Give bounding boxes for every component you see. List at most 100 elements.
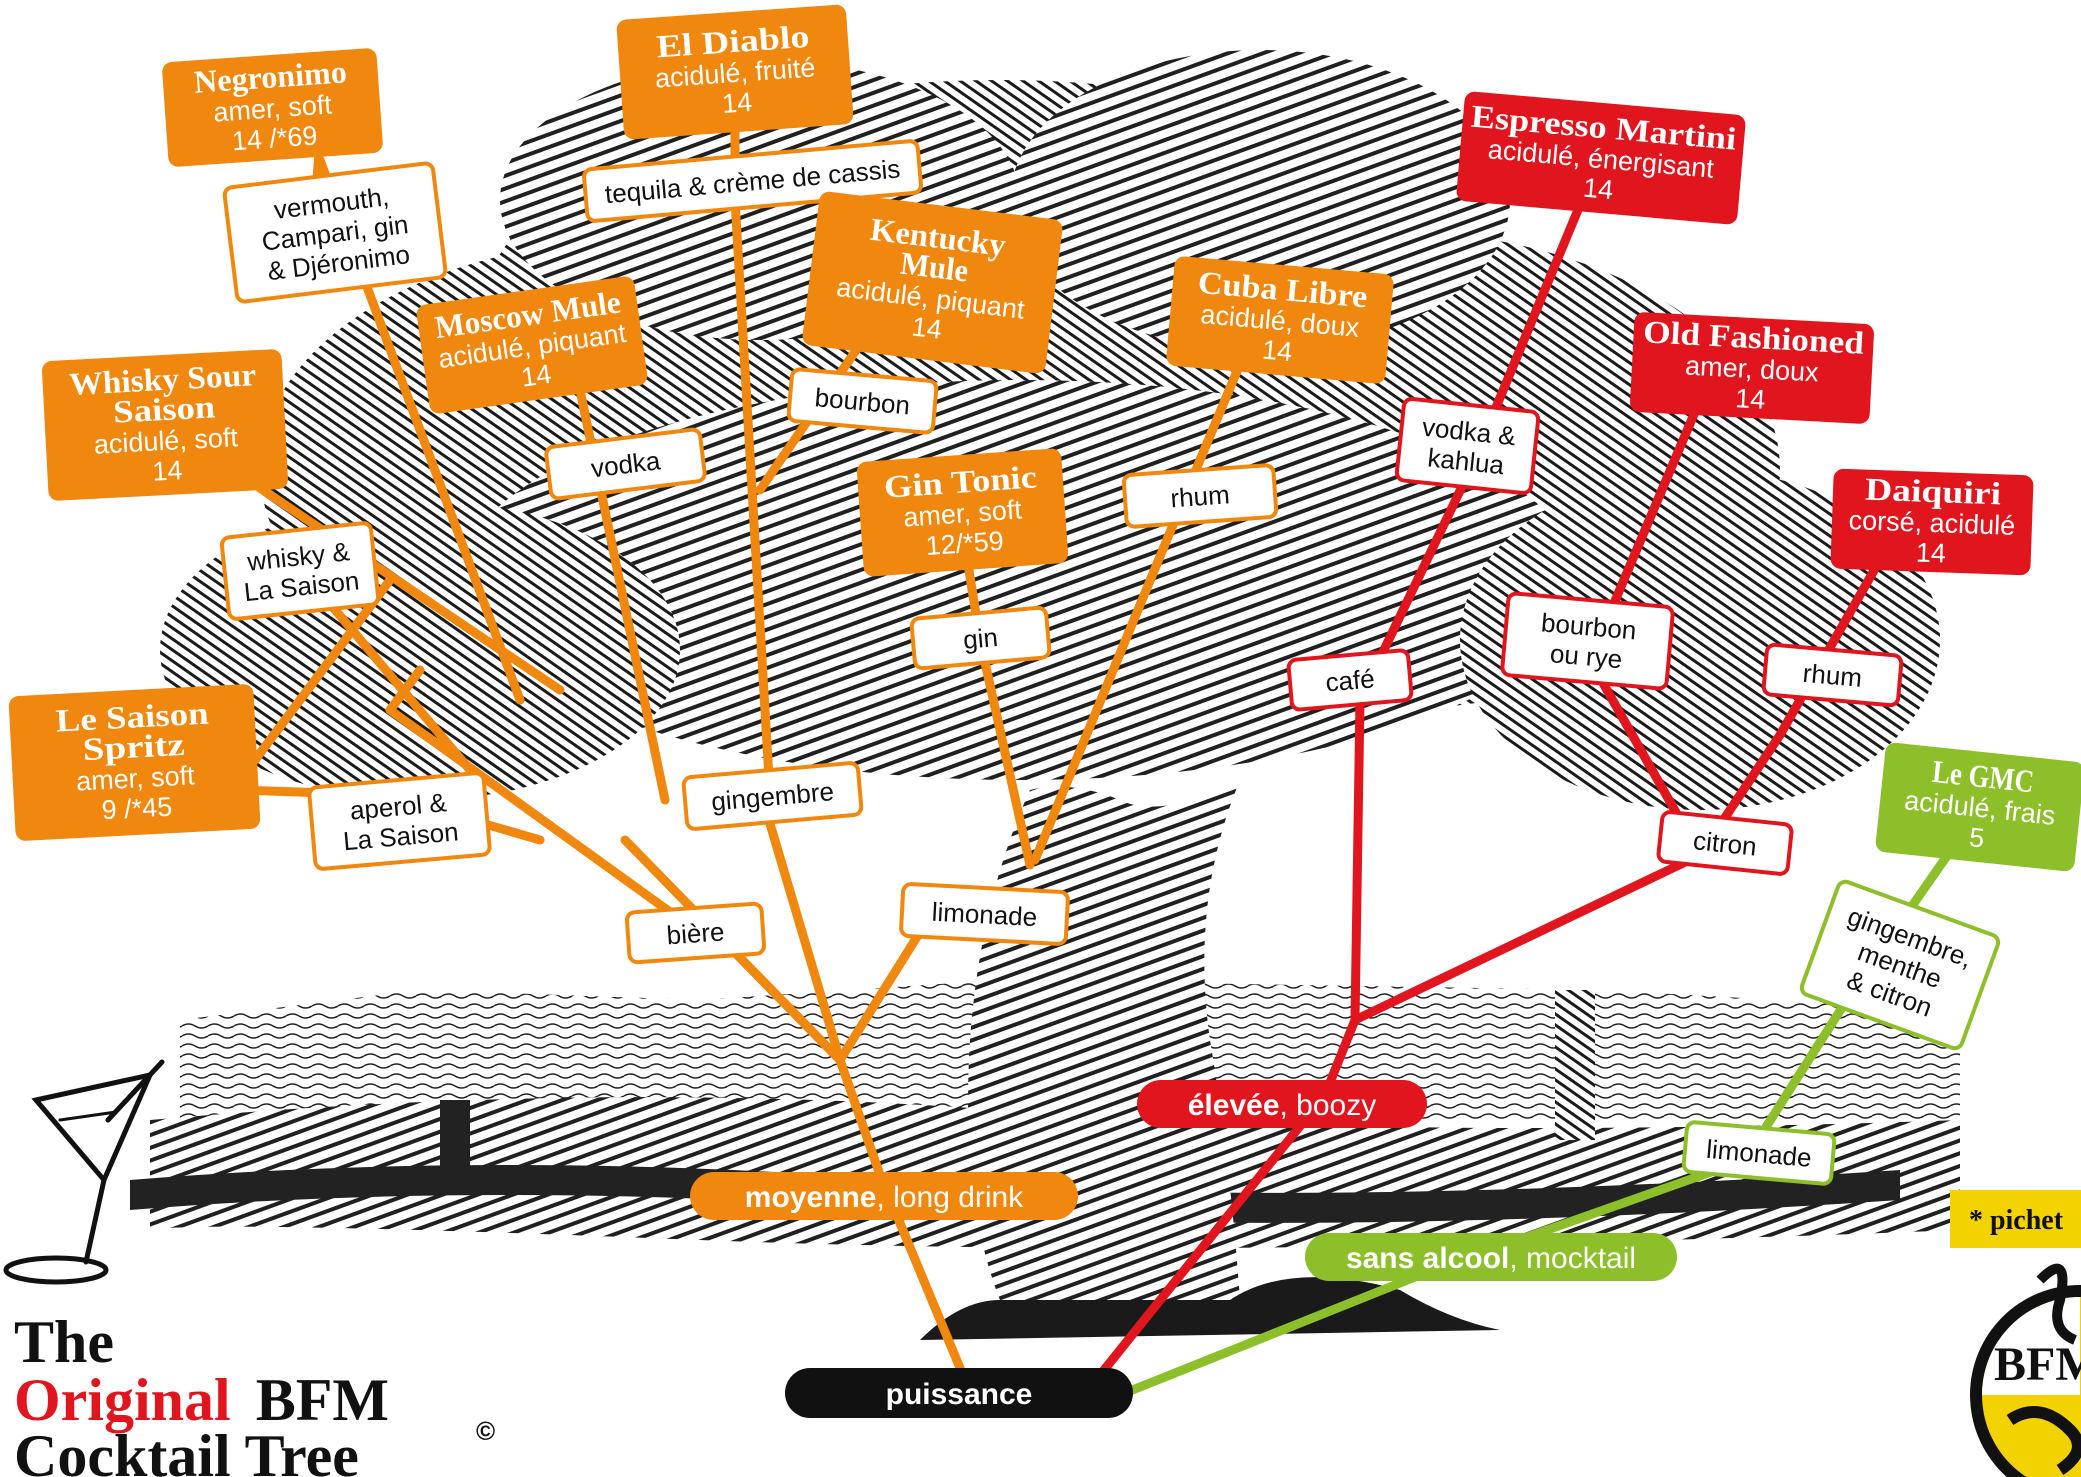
branch-strength-elevee: élevée xyxy=(1188,1089,1280,1122)
cocktail-name-le-saison-spritz-1: Spritz xyxy=(82,726,186,767)
branch-strength-moyenne: moyenne xyxy=(745,1181,877,1214)
branch-pill-moyenne xyxy=(690,1172,1078,1220)
branch-text-elevee: élevée, boozy xyxy=(1188,1089,1377,1122)
branch-line-orange-1 xyxy=(835,1055,885,1180)
ingredient-rhum-daiquiri: rhum xyxy=(1761,642,1904,708)
ingredient-text-bourbon-rye-1: ou rye xyxy=(1549,638,1624,674)
ingredient-whisky-saison: whisky &La Saison xyxy=(219,521,381,621)
tree-illustration xyxy=(130,50,1960,1340)
ingredient-biere: bière xyxy=(624,901,767,965)
ingredient-box-gingembre xyxy=(681,761,864,831)
cocktail-name-daiquiri-0: Daiquiri xyxy=(1864,471,2001,512)
branch-line-orange-22 xyxy=(1030,515,1180,865)
ingredient-box-citron xyxy=(1656,810,1794,876)
ingredient-box-gin-tonic xyxy=(909,605,1052,671)
ingredient-box-gingembre-menthe xyxy=(1799,879,2001,1051)
cocktail-box-cuba-libre xyxy=(1166,256,1394,384)
ingredient-text-citron-0: citron xyxy=(1692,825,1758,861)
ingredient-limonade-orange: limonade xyxy=(899,882,1070,946)
branch-line-orange-7 xyxy=(255,483,565,695)
ingredient-box-limonade-orange xyxy=(899,882,1070,946)
ingredient-vodka-kahlua: vodka &kahlua xyxy=(1394,396,1541,496)
branch-line-red-24 xyxy=(1095,1090,1330,1380)
root-pill xyxy=(785,1368,1133,1418)
title-original: Original xyxy=(14,1367,231,1433)
ingredient-text-rhum-daiquiri-0: rhum xyxy=(1802,658,1864,693)
branch-label-moyenne: moyenne, long drink xyxy=(690,1172,1078,1220)
ingredient-tequila: tequila & crème de cassis xyxy=(582,139,923,223)
ingredient-gin-tonic: gin xyxy=(909,605,1052,671)
ingredient-text-biere-0: bière xyxy=(666,916,726,950)
ingredient-box-vodka-mule xyxy=(544,427,707,501)
ingredient-box-rhum-cuba xyxy=(1121,463,1279,529)
ingredient-box-limonade-green xyxy=(1681,1120,1837,1186)
cocktail-box-negronimo xyxy=(162,48,383,167)
title-bfm: BFM xyxy=(256,1367,389,1433)
cocktail-name-le-saison-spritz-0: Le Saison xyxy=(55,695,210,739)
ingredient-box-aperol xyxy=(307,771,492,871)
cocktail-box-el-diablo xyxy=(616,4,854,140)
cocktail-price-kentucky-mule: 14 xyxy=(910,311,943,344)
ingredient-limonade-green: limonade xyxy=(1681,1120,1837,1186)
ingredient-cafe: café xyxy=(1286,648,1414,712)
branch-text-moyenne: moyenne, long drink xyxy=(745,1181,1024,1214)
ingredient-gingembre-menthe: gingembre,menthe& citron xyxy=(1799,879,2001,1051)
ingredient-text-rhum-cuba-0: rhum xyxy=(1169,479,1230,513)
ingredient-box-vermouth xyxy=(222,161,448,304)
branch-style-elevee: , boozy xyxy=(1280,1089,1377,1122)
bfm-logo: BFM xyxy=(1970,1263,2081,1477)
copyright-mark: © xyxy=(476,1416,495,1446)
ingredient-text-limonade-orange-0: limonade xyxy=(931,897,1038,932)
cocktail-price-whisky-sour-saison: 14 xyxy=(152,455,184,487)
cocktail-price-cuba-libre: 14 xyxy=(1261,335,1294,368)
branch-pill-sans-alcool xyxy=(1305,1233,1677,1281)
branch-text-sans-alcool: sans alcool, mocktail xyxy=(1346,1242,1636,1275)
cocktail-taste-old-fashioned: amer, doux xyxy=(1684,351,1819,388)
cocktail-price-espresso-martini: 14 xyxy=(1582,173,1615,206)
cocktail-price-le-gmc: 5 xyxy=(1968,822,1986,853)
ingredient-vodka-mule: vodka xyxy=(544,427,707,501)
branch-line-red-29 xyxy=(1350,850,1705,1025)
branch-line-orange-10 xyxy=(250,575,395,765)
pitcher-note: * pichet xyxy=(1950,1190,2081,1248)
branch-line-red-26 xyxy=(1350,695,1365,1025)
cocktail-price-le-saison-spritz: 9 /*45 xyxy=(101,792,173,826)
ingredient-box-bourbon-rye xyxy=(1500,591,1675,691)
cocktail-price-old-fashioned: 14 xyxy=(1735,383,1767,415)
cocktail-box-daiquiri xyxy=(1830,468,2034,576)
branch-style-moyenne: , long drink xyxy=(876,1181,1024,1214)
cocktail-price-moscow-mule: 14 xyxy=(519,359,553,393)
ingredient-citron: citron xyxy=(1656,810,1794,876)
branch-line-orange-3 xyxy=(755,785,845,1065)
branch-line-orange-15 xyxy=(730,195,775,800)
cocktail-price-el-diablo: 14 xyxy=(721,87,753,119)
ingredient-bourbon-kentucky: bourbon xyxy=(786,367,939,435)
ingredient-rhum-cuba: rhum xyxy=(1121,463,1279,529)
branch-line-orange-19 xyxy=(975,635,1035,870)
cocktail-taste-le-saison-spritz: amer, soft xyxy=(75,760,195,796)
ingredient-gingembre: gingembre xyxy=(681,761,864,831)
cocktail-name-kentucky-mule-1: Mule xyxy=(899,245,971,289)
ingredient-box-rhum-daiquiri xyxy=(1761,642,1904,708)
ingredient-box-biere xyxy=(624,901,767,965)
title-line-1: The xyxy=(14,1309,114,1375)
branch-pill-elevee xyxy=(1137,1080,1427,1128)
ingredient-box-vodka-kahlua xyxy=(1394,396,1541,496)
bfm-logo-text: BFM xyxy=(1994,1338,2081,1391)
ingredient-box-tequila xyxy=(582,139,923,223)
cocktail-box-le-gmc xyxy=(1875,742,2081,872)
branch-line-orange-9 xyxy=(305,575,475,775)
cocktail-taste-daiquiri: corsé, acidulé xyxy=(1848,505,2016,541)
cocktail-name-whisky-sour-saison-1: Saison xyxy=(112,388,216,429)
root-text: puissance xyxy=(886,1378,1033,1411)
